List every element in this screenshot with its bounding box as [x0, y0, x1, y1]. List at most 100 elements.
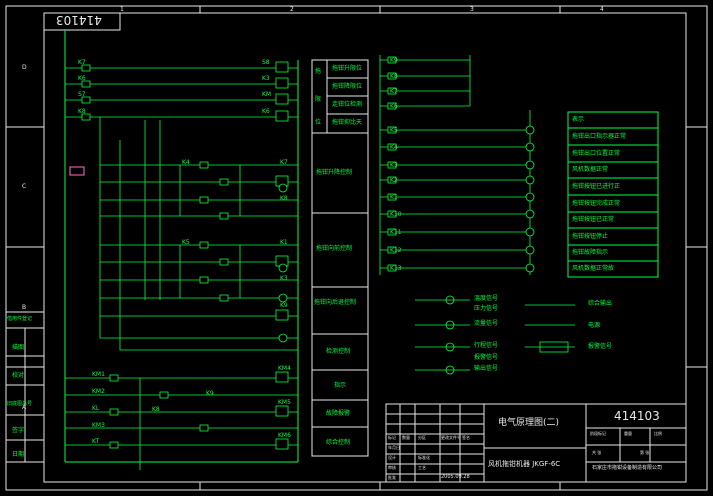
indicator-label-9: 风机数据正常故 — [572, 265, 615, 272]
sensor-label-3: 流量信号 — [474, 320, 499, 327]
sensor-label-5: 报警信号 — [474, 354, 499, 361]
outer-border — [5, 5, 708, 491]
indicator-label-0: 表示 — [572, 116, 585, 123]
terminal-right-3: K7 — [390, 88, 398, 95]
grid-label-left-d: D — [22, 64, 27, 71]
zone-ticks — [6, 6, 707, 490]
right-lamps — [387, 56, 535, 273]
terminal-left-5: S8 — [262, 59, 270, 66]
title-misc-8: 标准化 — [418, 455, 430, 460]
terminal-right-10: K10 — [390, 211, 402, 218]
indicator-table — [567, 111, 659, 278]
function-label-7: 拖钳向后退控制 — [314, 299, 357, 306]
terminal-left-9: K7 — [280, 159, 288, 166]
terminal-right-12: K12 — [390, 247, 402, 254]
title-misc-15: 共 张 — [592, 450, 602, 455]
indicator-label-7: 拖钳按钮停止 — [572, 233, 609, 240]
function-label-5: 拖钳升降控制 — [316, 169, 353, 176]
company-name: 石家庄市拖钳设备制造有限公司 — [592, 465, 663, 471]
terminal-left-25: KM6 — [278, 432, 291, 439]
function-label-8: 检测控制 — [326, 348, 351, 355]
extra-label-2: 电源 — [588, 322, 601, 329]
title-misc-12: 阶段标记 — [590, 431, 606, 436]
terminal-left-12: K3 — [280, 275, 288, 282]
lamps — [278, 183, 288, 343]
terminal-left-1: K7 — [78, 59, 86, 66]
terminal-left-21: K8 — [152, 406, 160, 413]
sensor-circuit — [415, 295, 575, 375]
terminal-right-5: K5 — [390, 127, 398, 134]
title-misc-5: 签名 — [462, 435, 470, 440]
function-label-2: 拖钳降限位 — [332, 83, 363, 90]
terminal-left-19: KM3 — [92, 422, 105, 429]
grid-label-left-a: A — [22, 404, 27, 411]
terminal-left-24: KM5 — [278, 399, 291, 406]
rotated-number-box — [43, 12, 121, 31]
left-panel-label-3: 校对 — [12, 372, 25, 379]
sensor-label-6: 输出信号 — [474, 365, 499, 372]
title-misc-1: 标记 — [388, 435, 396, 440]
title-misc-14: 比例 — [654, 431, 662, 436]
terminal-right-4: K6 — [390, 103, 398, 110]
indicator-label-5: 拖钳按钮完成正常 — [572, 200, 621, 207]
title-date: 2005.09.28 — [441, 474, 470, 480]
terminal-left-23: KM4 — [278, 365, 291, 372]
terminal-right-9: K1 — [390, 194, 398, 201]
terminal-right-13: K13 — [390, 265, 402, 272]
function-label-11: 综合控制 — [326, 439, 351, 446]
drawing-title: 电气原理图(二) — [498, 418, 560, 428]
title-misc-3: 分区 — [418, 435, 426, 440]
terminal-left-15: K5 — [182, 239, 190, 246]
indicator-label-1: 拖钳出口指示器正常 — [572, 133, 627, 140]
terminal-right-11: K11 — [390, 229, 402, 236]
product-name: 风机拖钳机器 JKGF-6C — [488, 460, 561, 468]
grid-label-top-4: 4 — [600, 6, 604, 13]
relay-highlight — [69, 166, 85, 176]
terminal-left-11: K1 — [280, 239, 288, 246]
indicator-label-2: 拖钳出口位置正常 — [572, 150, 621, 157]
grid-label-top-3: 3 — [470, 6, 474, 13]
coils — [275, 61, 289, 450]
terminal-left-7: KM — [262, 91, 272, 98]
terminal-left-14: K4 — [182, 159, 190, 166]
terminal-left-20: KT — [92, 438, 100, 445]
terminal-right-8: K2 — [390, 177, 398, 184]
terminal-left-16: KM1 — [92, 371, 105, 378]
function-label-4: 拖钳抑比天 — [332, 119, 363, 126]
title-misc-7: 设计 — [388, 455, 396, 460]
ladder-rungs — [65, 67, 298, 470]
sensor-label-2: 压力信号 — [474, 305, 499, 312]
terminal-left-18: KL — [92, 405, 100, 412]
title-misc-9: 审核 — [388, 465, 396, 470]
rotated-drawing-number: 414103 — [56, 13, 102, 27]
title-misc-16: 第 张 — [640, 450, 650, 455]
function-short-1: 拖 — [315, 68, 322, 75]
indicator-label-6: 拖钳按钮已正常 — [572, 216, 615, 223]
function-short-3: 位 — [315, 119, 322, 126]
title-misc-13: 重量 — [624, 431, 632, 436]
title-misc-6: 年月日 — [388, 445, 400, 450]
terminal-left-13: K9 — [280, 302, 288, 309]
function-label-9: 指示 — [334, 382, 347, 389]
title-misc-4: 更改文件号 — [441, 435, 461, 440]
contacts — [81, 64, 229, 449]
terminal-left-17: KM2 — [92, 388, 105, 395]
title-misc-11: 批准 — [388, 475, 396, 480]
indicator-label-4: 拖钳按钮已进行正 — [572, 183, 621, 190]
terminal-left-22: K9 — [206, 390, 214, 397]
sensor-label-1: 温度信号 — [474, 295, 499, 302]
right-rails — [379, 55, 531, 275]
terminal-left-4: K8 — [78, 108, 86, 115]
terminal-right-1: K9 — [390, 57, 398, 64]
function-short-2: 限 — [315, 96, 322, 103]
terminal-right-7: K3 — [390, 162, 398, 169]
terminal-right-2: K8 — [390, 73, 398, 80]
extra-label-3: 报警信号 — [588, 343, 613, 350]
terminal-left-6: K3 — [262, 75, 270, 82]
title-misc-2: 数量 — [402, 435, 410, 440]
title-block-lines — [385, 403, 687, 483]
terminal-left-3: S7 — [78, 91, 86, 98]
indicator-label-8: 拖钳故障指示 — [572, 249, 609, 256]
